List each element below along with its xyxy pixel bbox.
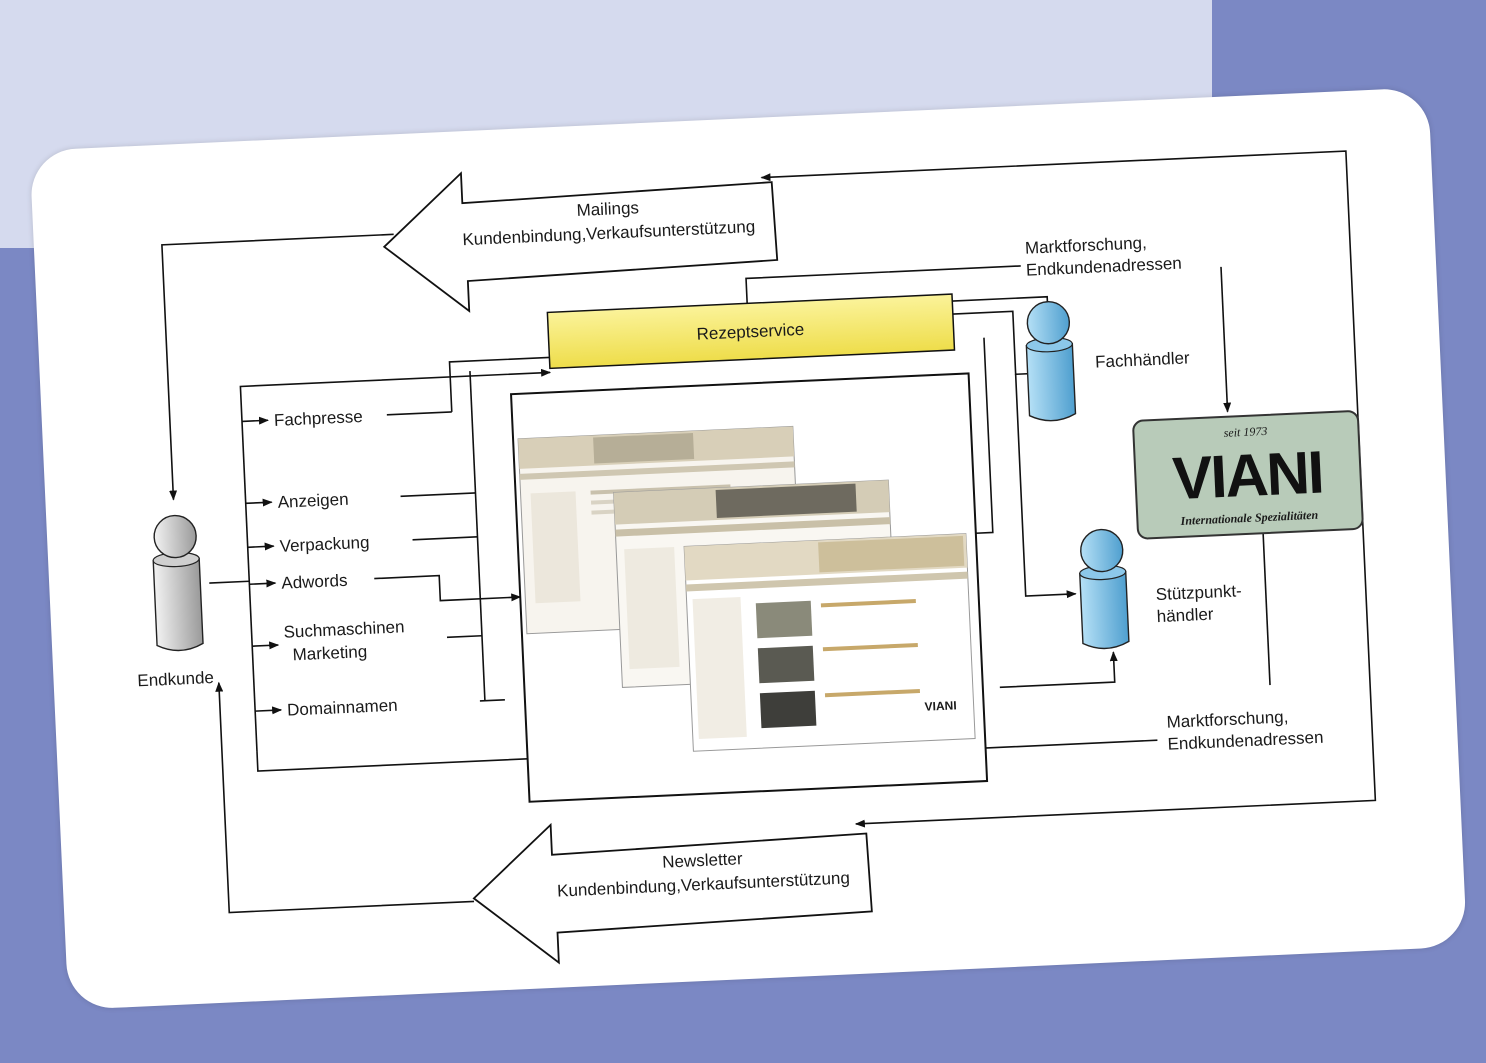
market-research-top-line2: Endkundenadressen xyxy=(1026,254,1183,280)
stuetzpunkthaendler-person: Stützpunkt- händler xyxy=(1079,528,1242,650)
connection-lines xyxy=(161,150,1377,914)
channel-domainnamen: Domainnamen xyxy=(287,696,398,720)
logo-tagline: Internationale Spezialitäten xyxy=(1179,508,1319,528)
website-screenshot-3: VIANI xyxy=(683,533,976,752)
channel-labels: Fachpresse Anzeigen Verpackung Adwords S… xyxy=(274,407,405,720)
endkunde-label: Endkunde xyxy=(137,668,214,690)
channel-verpackung: Verpackung xyxy=(279,533,370,556)
channel-anzeigen: Anzeigen xyxy=(277,490,349,512)
newsletter-arrow: Newsletter Kundenbindung,Verkaufsunterst… xyxy=(472,822,873,965)
market-research-bottom-line2: Endkundenadressen xyxy=(1167,728,1324,754)
website-box: VIANI xyxy=(509,372,989,803)
logo-since: seit 1973 xyxy=(1223,424,1267,440)
channel-marketing: Marketing xyxy=(292,642,367,664)
logo-name: VIANI xyxy=(1171,438,1324,512)
market-research-bottom-line1: Marktforschung, xyxy=(1166,707,1289,732)
market-research-top-line1: Marktforschung, xyxy=(1025,233,1148,258)
channel-suchmaschinen: Suchmaschinen xyxy=(283,617,405,641)
mailings-arrow: Mailings Kundenbindung,Verkaufsunterstüt… xyxy=(382,171,779,313)
channel-adwords: Adwords xyxy=(281,571,348,593)
stuetzpunkt-label-line2: händler xyxy=(1156,605,1214,627)
newsletter-label: Newsletter xyxy=(662,849,743,872)
screenshot-brand: VIANI xyxy=(924,698,957,713)
stuetzpunkt-label-line1: Stützpunkt- xyxy=(1155,581,1242,604)
mailings-label: Mailings xyxy=(576,198,639,220)
rezeptservice-box: Rezeptservice xyxy=(546,293,956,370)
fachhaendler-person: Fachhändler xyxy=(1025,301,1191,422)
channel-fachpresse: Fachpresse xyxy=(274,407,364,430)
fachhaendler-label: Fachhändler xyxy=(1095,348,1191,371)
viani-logo: seit 1973 VIANI Internationale Spezialit… xyxy=(1132,410,1364,540)
rezeptservice-label: Rezeptservice xyxy=(696,320,804,344)
endkunde-person: Endkunde xyxy=(137,514,214,690)
